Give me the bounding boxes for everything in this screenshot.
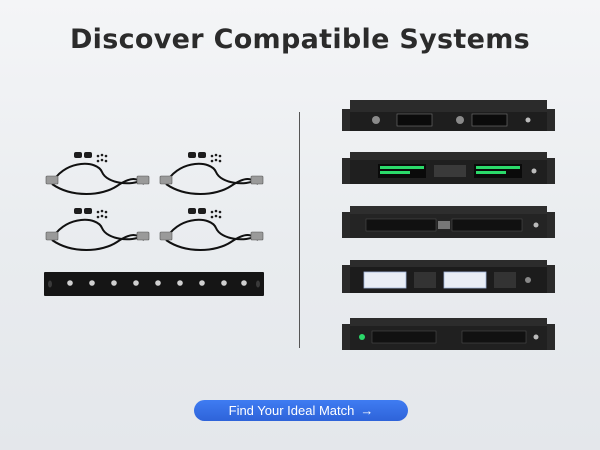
section-divider bbox=[299, 112, 300, 348]
find-ideal-match-button[interactable]: Find Your Ideal Match → bbox=[194, 400, 408, 421]
arrow-right-icon: → bbox=[360, 403, 374, 418]
cable-accessory-icon bbox=[74, 152, 108, 163]
rack-receiver-4[interactable] bbox=[342, 260, 555, 298]
rack-panel[interactable] bbox=[44, 272, 264, 296]
bnc-cable-kit-2[interactable] bbox=[156, 150, 266, 200]
bnc-cable-kit-1[interactable] bbox=[42, 150, 152, 200]
bnc-cable-kit-4[interactable] bbox=[156, 206, 266, 256]
page-title: Discover Compatible Systems bbox=[69, 24, 531, 55]
rack-receiver-5[interactable] bbox=[342, 318, 555, 356]
cta-label: Find Your Ideal Match bbox=[228, 403, 355, 418]
rack-receiver-2[interactable] bbox=[342, 152, 555, 190]
rack-receiver-1[interactable] bbox=[342, 100, 555, 138]
bnc-cable-kit-3[interactable] bbox=[42, 206, 152, 256]
rack-receiver-3[interactable] bbox=[342, 206, 555, 244]
